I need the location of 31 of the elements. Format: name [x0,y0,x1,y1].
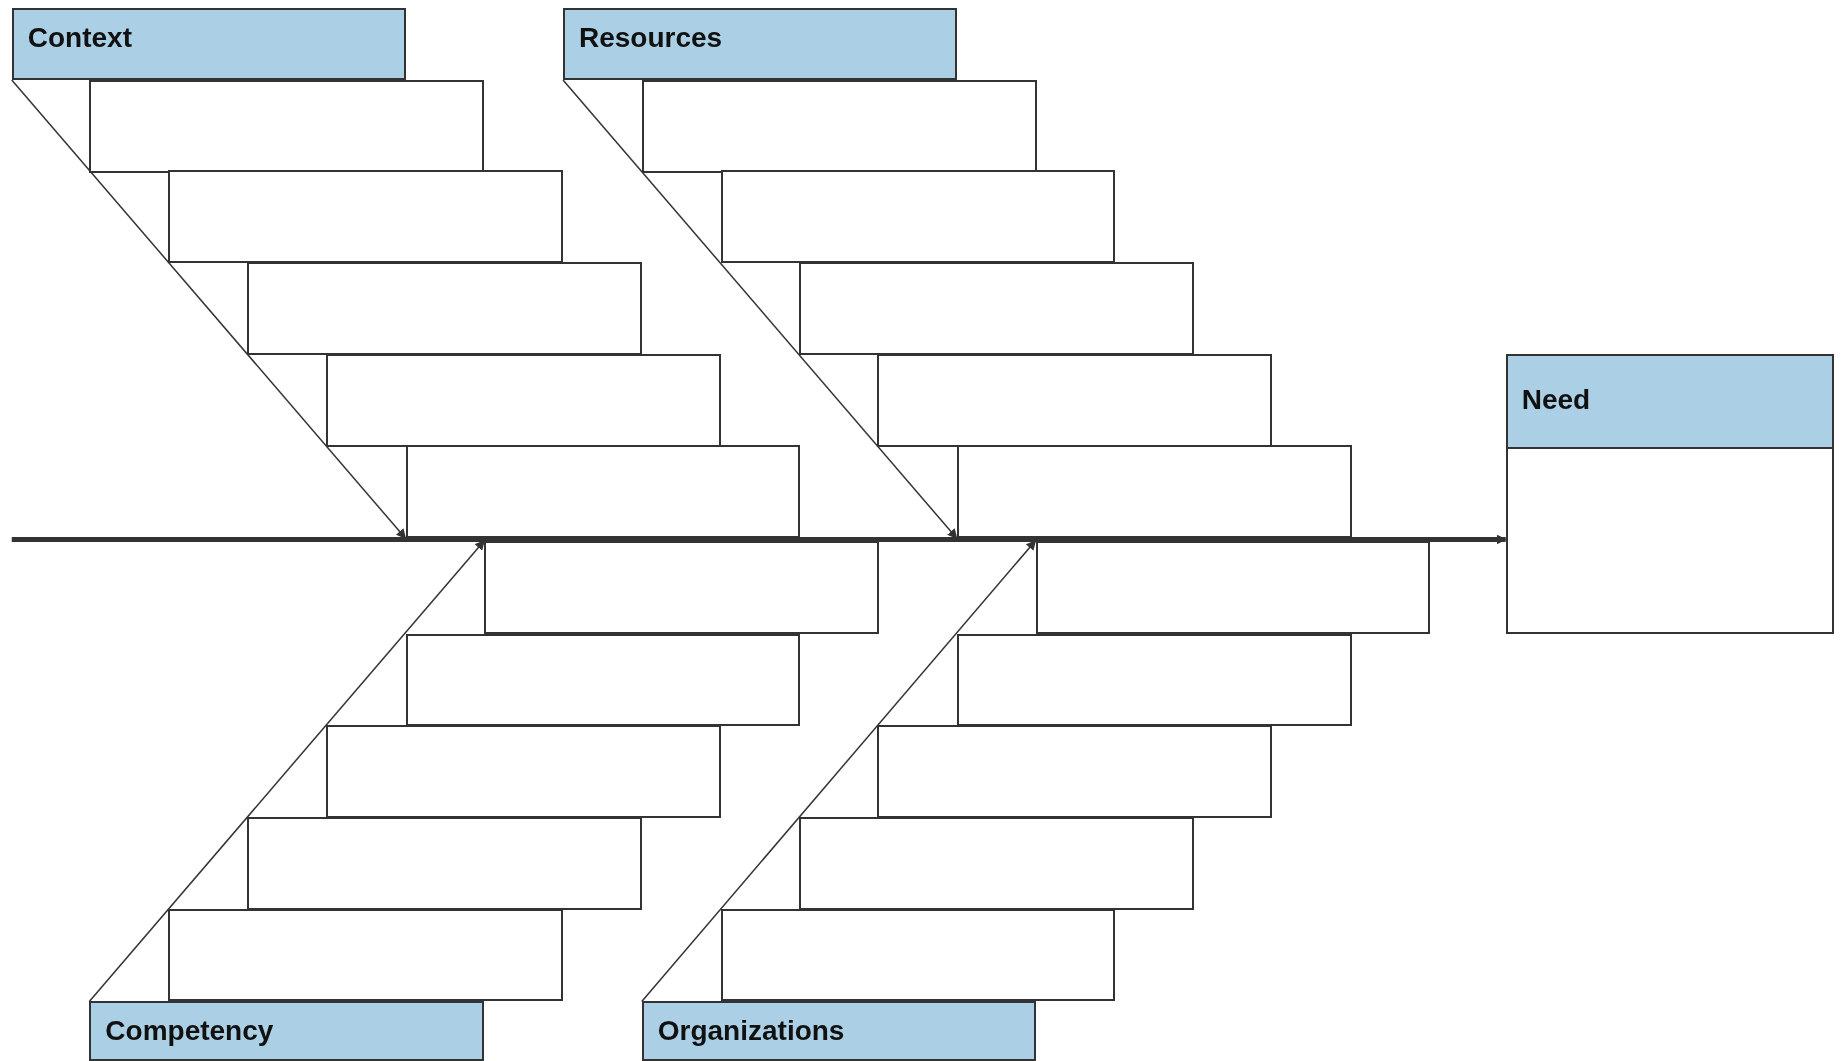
spine-arrow [11,534,1507,545]
cause-box [246,262,642,355]
cause-box [325,725,721,819]
bone-arrow [11,79,407,540]
category-label: Competency [89,1001,485,1061]
cause-box [641,79,1037,173]
cause-box [325,353,721,447]
bone-arrow [562,79,958,540]
cause-box [720,908,1116,1002]
cause-box [1035,540,1431,634]
cause-box [168,908,563,1002]
category-label: Resources [563,8,957,80]
cause-box [405,445,801,539]
bone-arrow [641,539,1037,1003]
cause-box [89,79,485,173]
bone-arrow [88,539,485,1003]
cause-box [246,816,642,910]
cause-box [956,445,1352,539]
category-label: Context [11,8,406,80]
category-label: Organizations [641,1001,1036,1061]
effect-heading: Need [1507,355,1832,449]
effect-box [1505,353,1834,634]
cause-box [720,170,1116,264]
cause-box [168,170,563,264]
cause-box [876,725,1272,819]
cause-box [484,540,880,634]
cause-box [405,633,801,727]
cause-box [956,633,1352,727]
cause-box [799,816,1195,910]
cause-box [876,353,1272,447]
cause-box [799,262,1195,355]
